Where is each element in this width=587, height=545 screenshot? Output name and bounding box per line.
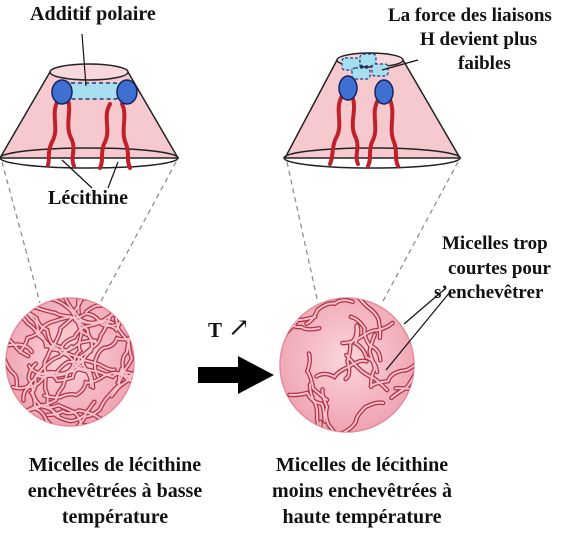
left-cone-top — [50, 64, 128, 80]
temperature-increase-icon: ↗ — [228, 312, 250, 343]
hbond-weaker-label: La force des liaisons H devient plus fai… — [388, 4, 552, 75]
hbond-weaker-line1: La force des liaisons — [388, 4, 552, 28]
worm-micelle-highlight — [86, 232, 145, 312]
too-short-line2: courtes pour — [442, 257, 551, 282]
right-caption-line3: haute température — [262, 504, 462, 530]
heating-arrow — [198, 356, 274, 394]
too-short-line1: Micelles trop — [442, 232, 551, 257]
left-cone — [0, 34, 178, 188]
temperature-symbol: T — [208, 318, 222, 343]
left-caption-line2: enchevêtrées à basse — [0, 478, 230, 504]
hbond-weaker-line2: H devient plus — [388, 28, 552, 52]
right-less-entangled-micelles — [259, 288, 450, 472]
left-caption-line3: température — [0, 504, 230, 530]
left-entangled-micelles — [0, 227, 201, 468]
left-polar-additive — [66, 83, 120, 99]
right-caption: Micelles de lécithine moins enchevêtrées… — [262, 452, 462, 530]
left-zoom-lines — [2, 162, 176, 303]
right-caption-line2: moins enchevêtrées à — [262, 478, 462, 504]
left-lecithin-head-1 — [52, 80, 72, 104]
right-zoom-lines — [287, 162, 458, 303]
lecithin-label: Lécithine — [48, 186, 128, 210]
too-short-label: Micelles trop courtes pour s’enchevêtrer — [442, 232, 551, 306]
worm-micelle-highlight — [122, 370, 201, 442]
left-lecithin-head-2 — [117, 80, 137, 104]
right-lecithin-head-2 — [375, 80, 393, 104]
too-short-line3: s’enchevêtrer — [434, 281, 551, 306]
polar-additive-label: Additif polaire — [30, 2, 156, 26]
worm-micelle-highlight — [395, 307, 447, 314]
worm-micelle — [395, 307, 447, 314]
hbond-weaker-line3: faibles — [388, 52, 552, 76]
left-caption-line1: Micelles de lécithine — [0, 452, 230, 478]
worm-micelle — [122, 370, 201, 442]
left-caption: Micelles de lécithine enchevêtrées à bas… — [0, 452, 230, 530]
right-caption-line1: Micelles de lécithine — [262, 452, 462, 478]
worm-micelle — [86, 232, 145, 312]
right-lecithin-head-1 — [339, 76, 357, 100]
